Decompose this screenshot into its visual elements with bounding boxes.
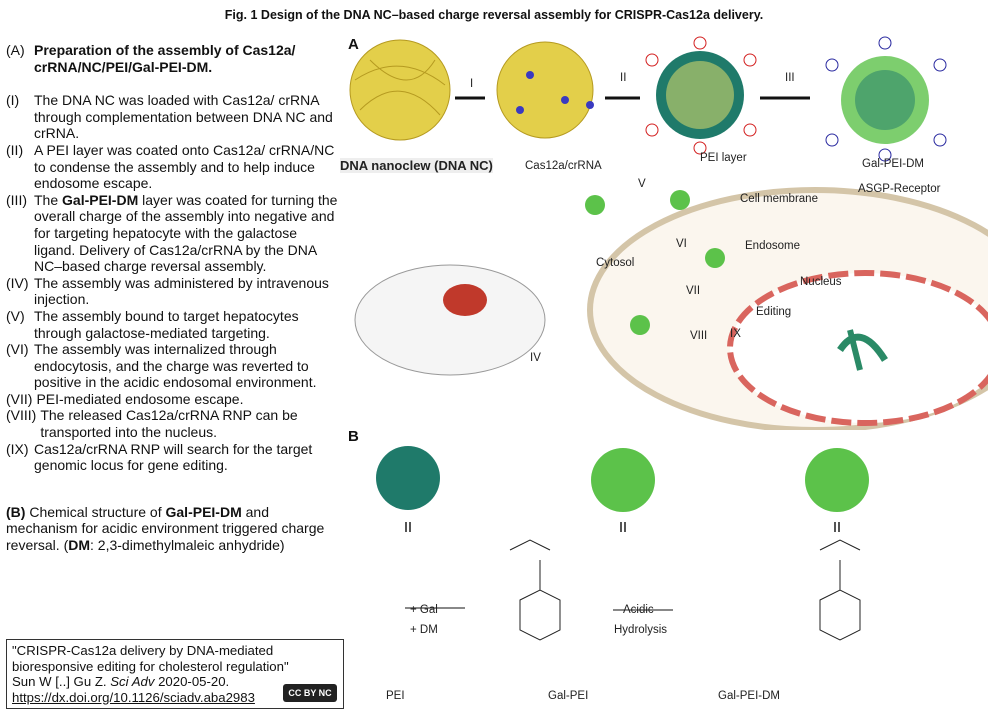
label-b-gal-pei-dm: Gal-PEI-DM [718, 690, 780, 702]
label-gal-pei-dm: Gal-PEI-DM [862, 158, 924, 170]
label-cell-membrane: Cell membrane [740, 193, 818, 205]
panel-a-label: A [348, 36, 359, 53]
step-item: (VIII)The released Cas12a/crRNA RNP can … [6, 407, 298, 441]
pei-coated-assembly [656, 51, 744, 139]
label-pei-layer: PEI layer [700, 152, 747, 164]
gal-pei-dm-structure [819, 539, 861, 641]
step-i: I [470, 78, 474, 90]
label-asgp-receptor: ASGP-Receptor [858, 183, 941, 195]
panel-b-label: B [348, 428, 359, 445]
pei-particle [376, 446, 440, 510]
cc-license-badge: cc by nc [283, 684, 337, 702]
panel-b-illustration [376, 446, 869, 641]
step-item: (IV)The assembly was administered by int… [6, 274, 329, 308]
step-ii: II [620, 72, 627, 84]
label-pei: PEI [386, 690, 405, 702]
label-cytosol: Cytosol [596, 257, 635, 269]
label-cas12a: Cas12a/crRNA [525, 160, 602, 172]
step-item: (II)A PEI layer was coated onto Cas12a/ … [6, 141, 335, 192]
panel-a-illustration [349, 36, 988, 430]
gal-pei-structure [509, 539, 561, 641]
citation-box: "CRISPR-Cas12a delivery by DNA-mediated … [6, 639, 344, 709]
step-ix: IX [730, 328, 741, 340]
step-item: (VI)The assembly was internalized throug… [6, 341, 317, 391]
label-gal-pei: Gal-PEI [548, 690, 589, 702]
label-dna-nc: DNA nanoclew (DNA NC) [340, 158, 493, 173]
positive-charges [645, 36, 757, 155]
label-endosome: Endosome [745, 240, 800, 252]
step-vii: VII [686, 285, 701, 297]
step-item: (I)The DNA NC was loaded with Cas12a/ cr… [6, 92, 333, 142]
step-item: (V)The assembly bound to target hepatocy… [6, 307, 299, 341]
doi-link[interactable]: https://dx.doi.org/10.1126/sciadv.aba298… [12, 689, 255, 705]
label-nucleus: Nucleus [800, 276, 842, 288]
label-hydrolysis: Hydrolysis [614, 624, 668, 636]
cell [587, 187, 988, 430]
step-item: (IX)Cas12a/crRNA RNP will search for the… [6, 440, 313, 474]
dna-nanoclew [349, 39, 451, 141]
assembly-particles [585, 190, 725, 335]
gal-pei-dm-assembly [841, 56, 929, 144]
legend-text: (A)Preparation of the assembly of Cas12a… [6, 42, 341, 554]
legend-b: (B) Chemical structure of Gal-PEI-DM and… [6, 503, 325, 554]
step-v: V [638, 178, 646, 190]
negative-charges [825, 36, 947, 162]
step-iii: III [785, 72, 795, 84]
label-editing: Editing [756, 306, 792, 318]
figure-title: Fig. 1 Design of the DNA NC–based charge… [224, 8, 764, 22]
layer-markers [405, 522, 840, 532]
step-list: (I)The DNA NC was loaded with Cas12a/ cr… [6, 92, 341, 474]
step-iv: IV [530, 352, 541, 364]
mouse [354, 264, 546, 376]
step-vi: VI [676, 238, 687, 250]
label-acidic: Acidic [623, 604, 654, 616]
legend-a: (A)Preparation of the assembly of Cas12a… [6, 42, 296, 75]
step-item: (VII)PEI-mediated endosome escape. [6, 390, 244, 407]
nanoclew-with-cas12a [496, 41, 594, 139]
label-plus-dm: + DM [410, 624, 438, 636]
chromosomes [837, 329, 888, 371]
step-viii: VIII [690, 330, 708, 342]
label-plus-gal: + Gal [410, 604, 438, 616]
reaction-arrows [405, 607, 673, 611]
gal-pei-dm-particle [805, 448, 869, 512]
gal-pei-particle [591, 448, 655, 512]
step-item: (III)The Gal-PEI-DM layer was coated for… [6, 191, 338, 275]
